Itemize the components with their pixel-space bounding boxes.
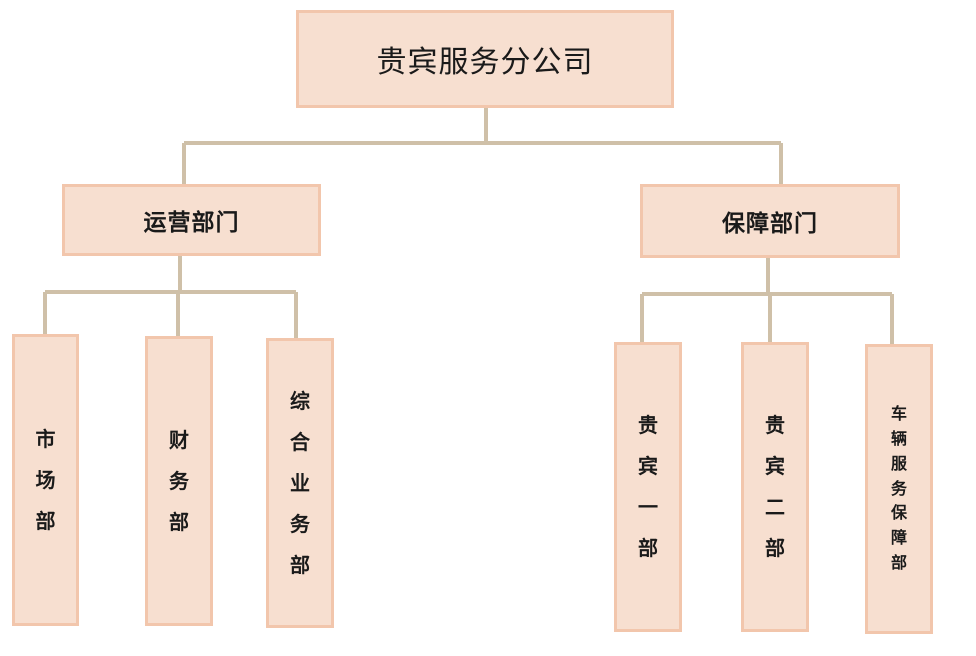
node-support-dept: 保障部门 <box>640 184 900 258</box>
node-vehicle-service-dept-label: 车辆服务保障部 <box>890 404 907 572</box>
node-general-business-dept: 综合业务部 <box>266 338 334 628</box>
node-vip-one-dept-label: 贵宾一部 <box>638 413 658 560</box>
node-vehicle-service-dept: 车辆服务保障部 <box>865 344 933 634</box>
node-root: 贵宾服务分公司 <box>296 10 674 108</box>
node-vip-two-dept-label: 贵宾二部 <box>765 413 785 560</box>
node-vip-one-dept: 贵宾一部 <box>614 342 682 632</box>
node-vip-two-dept: 贵宾二部 <box>741 342 809 632</box>
node-operations-dept: 运营部门 <box>62 184 321 256</box>
node-finance-dept-label: 财务部 <box>169 427 189 534</box>
node-market-dept: 市场部 <box>12 334 79 626</box>
node-general-business-dept-label: 综合业务部 <box>290 388 310 577</box>
node-finance-dept: 财务部 <box>145 336 213 626</box>
node-market-dept-label: 市场部 <box>35 426 56 533</box>
